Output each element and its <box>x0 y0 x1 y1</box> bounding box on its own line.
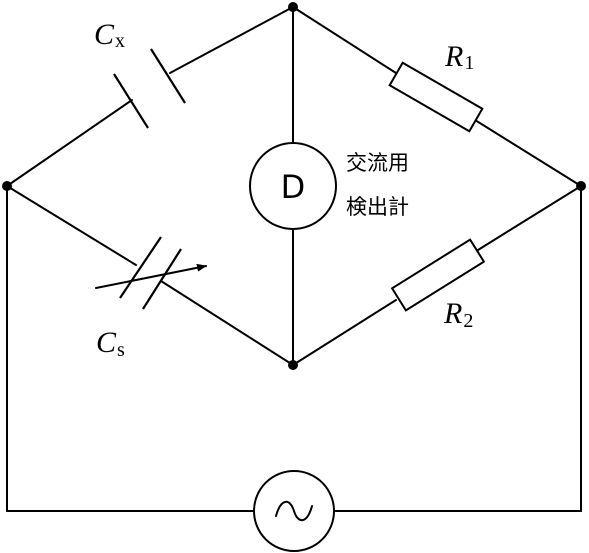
capacitor-cs-plate-1 <box>119 236 162 299</box>
node-left <box>2 181 12 191</box>
capacitor-cx-plate-2 <box>150 48 186 104</box>
source-loop <box>6 185 582 512</box>
capacitor-cs-plate-2 <box>142 248 182 310</box>
node-bottom <box>288 360 298 370</box>
ac-source <box>253 470 335 552</box>
detector-caption-line1: 交流用 <box>346 151 409 175</box>
label-cs: Cs <box>96 326 125 361</box>
wire-cx-to-top <box>169 6 294 74</box>
detector-circle <box>249 142 337 230</box>
arm-top-left <box>6 6 294 187</box>
arm-bottom-right <box>292 185 582 366</box>
resistor-r2 <box>390 238 486 312</box>
wire-bottom-to-r2 <box>292 299 397 366</box>
wire-cs-to-bottom <box>160 280 294 366</box>
arm-top-right <box>292 6 582 187</box>
wire-left-to-cs <box>6 185 137 266</box>
label-cx: Cx <box>94 18 125 52</box>
sine-wave-icon <box>275 500 313 522</box>
label-r1: R1 <box>444 40 474 74</box>
arm-bottom-left <box>6 185 294 366</box>
detector-caption-line2: 検出計 <box>346 195 409 219</box>
variable-capacitor-cs <box>95 236 207 310</box>
capacitor-cx-plate-1 <box>113 73 149 129</box>
wire-left-to-cx <box>6 99 133 187</box>
resistor-r1 <box>388 61 484 133</box>
detector-branch: D <box>249 6 337 366</box>
node-top <box>288 2 298 12</box>
wire-top-to-r1 <box>292 6 397 74</box>
wire-r1-to-right <box>474 119 582 187</box>
node-right <box>576 181 586 191</box>
detector-label: D <box>281 168 306 206</box>
label-r2: R2 <box>443 297 473 332</box>
capacitor-cx <box>113 48 186 129</box>
variable-arrow-icon <box>95 263 207 289</box>
wire-r2-to-right <box>477 185 582 251</box>
